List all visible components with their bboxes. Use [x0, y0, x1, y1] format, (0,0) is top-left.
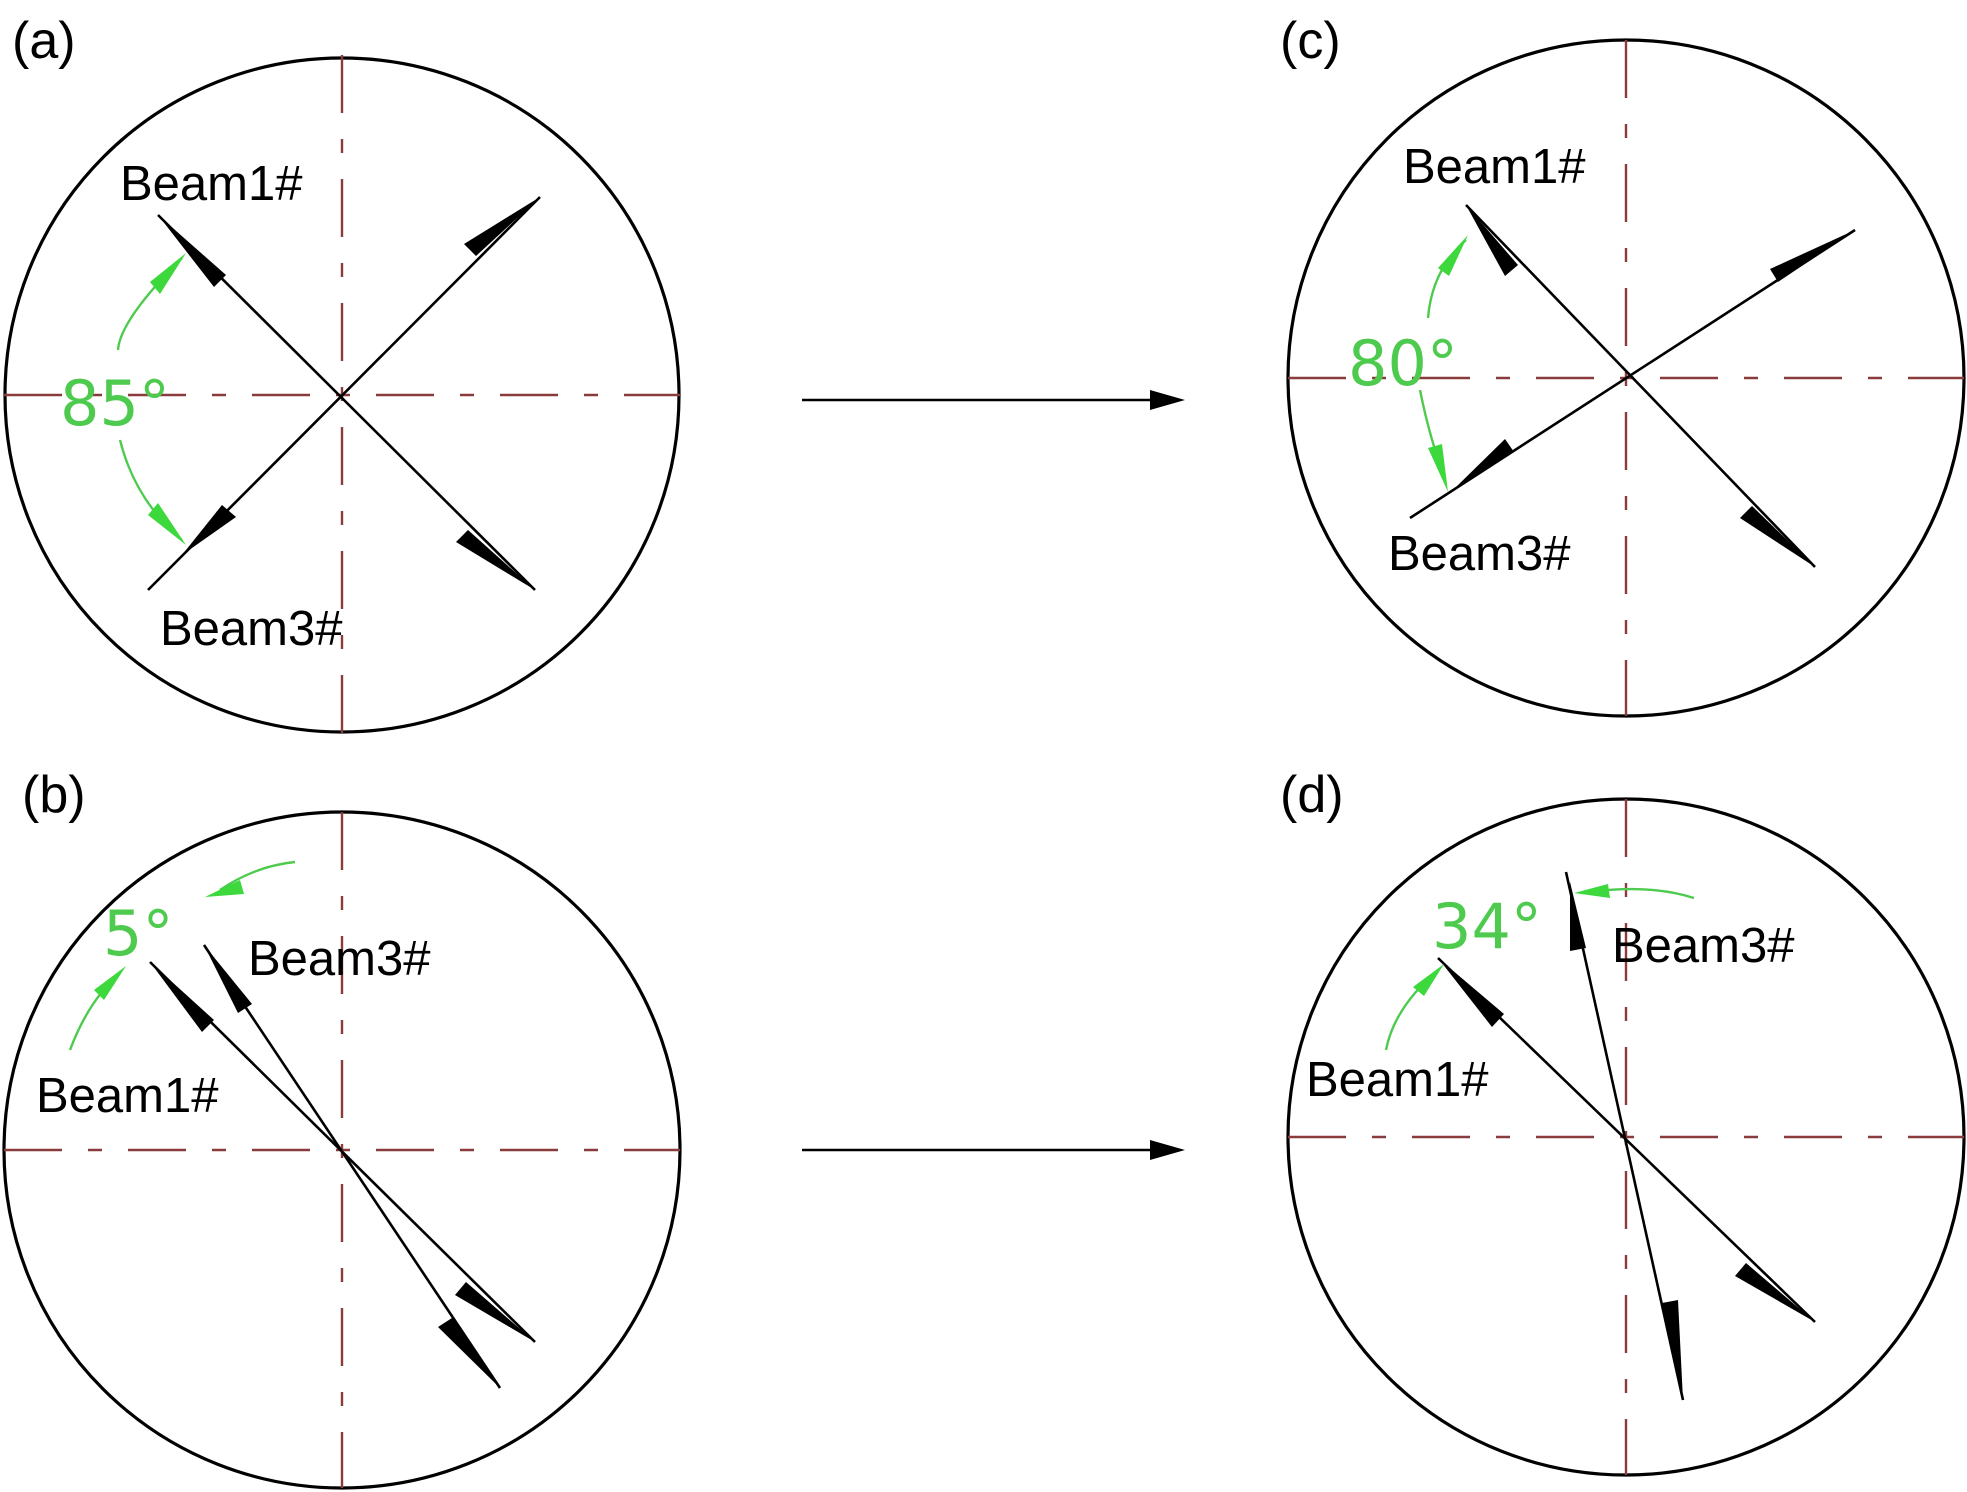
panel-c-angle-arrow-lower	[1428, 444, 1448, 492]
panel-a-angle-arrow-lower	[148, 503, 186, 545]
panel-b-beam3-arrowhead-upper	[204, 945, 252, 1013]
panel-a-label: (a)	[12, 12, 76, 70]
panel-a-beam3-arrowhead-upper	[464, 197, 540, 256]
panel-b-beam3-line	[202, 944, 502, 1389]
panel-d: (d) 34° Beam3# Beam1#	[1280, 766, 1966, 1477]
panel-d-beam3-arrowhead-upper	[1570, 882, 1586, 951]
panel-b-beam1-label: Beam1#	[36, 1069, 219, 1123]
panel-d-beam3-arrowhead-lower	[1662, 1300, 1683, 1400]
panel-a-beam3-arrowhead-lower	[182, 505, 236, 555]
panel-a-angle-arrow-upper	[150, 253, 186, 294]
panel-d-beam1-arrowhead-lower	[1735, 1263, 1815, 1322]
panel-c-beam3-arrowhead-lower	[1454, 439, 1514, 489]
panel-c-beam1-arrowhead-upper	[1466, 205, 1518, 276]
panel-d-angle-arrow-right	[1574, 884, 1610, 898]
panel-d-angle-arrow-left	[1413, 964, 1444, 996]
panel-d-angle-label: 34°	[1432, 890, 1542, 963]
panel-b-angle-arc-right	[219, 860, 296, 891]
panel-c: (c) 80° Beam1# Beam3#	[1280, 12, 1966, 718]
panel-c-angle-label: 80°	[1348, 327, 1458, 400]
panel-a-beam1-arrowhead-upper	[158, 215, 226, 287]
panel-c-angle-arrow-upper	[1438, 235, 1468, 276]
panel-a-angle-label: 85°	[60, 367, 170, 440]
panel-b-angle-arrow-left	[94, 966, 126, 1000]
panel-b-beam1-arrowhead-upper	[150, 962, 214, 1032]
panel-b-beam1-arrowhead-lower	[455, 1282, 535, 1342]
panel-b-angle-arrow-right	[205, 880, 244, 897]
panel-c-beam1-line	[1465, 204, 1816, 568]
panel-c-label: (c)	[1280, 12, 1341, 70]
panel-b-beam3-arrowhead-lower	[438, 1318, 500, 1388]
panel-d-label: (d)	[1280, 766, 1344, 824]
panel-a-beam1-arrowhead-lower	[456, 530, 535, 590]
transition-arrow-top	[802, 390, 1185, 410]
panel-d-beam1-arrowhead-upper	[1438, 958, 1504, 1027]
panel-c-beam1-label: Beam1#	[1403, 140, 1586, 194]
panel-c-beam3-label: Beam3#	[1388, 527, 1571, 581]
panel-b-beam3-label: Beam3#	[248, 932, 431, 986]
panel-b: (b) 5° Beam3# Beam1#	[2, 766, 682, 1490]
panel-d-beam3-line	[1564, 871, 1685, 1401]
panel-a-beam3-label: Beam3#	[160, 602, 343, 656]
panel-d-beam1-label: Beam1#	[1306, 1053, 1489, 1107]
panel-b-label: (b)	[22, 766, 86, 824]
panel-c-beam1-arrowhead-lower	[1740, 506, 1815, 567]
panel-a-beam1-label: Beam1#	[120, 157, 303, 211]
panel-a: (a) 85° Beam1# Beam3#	[3, 12, 681, 735]
transition-arrow-bottom	[802, 1140, 1185, 1160]
panel-c-beam3-arrowhead-upper	[1770, 230, 1855, 282]
panel-b-angle-label: 5°	[103, 897, 173, 970]
panel-d-beam3-label: Beam3#	[1612, 919, 1795, 973]
